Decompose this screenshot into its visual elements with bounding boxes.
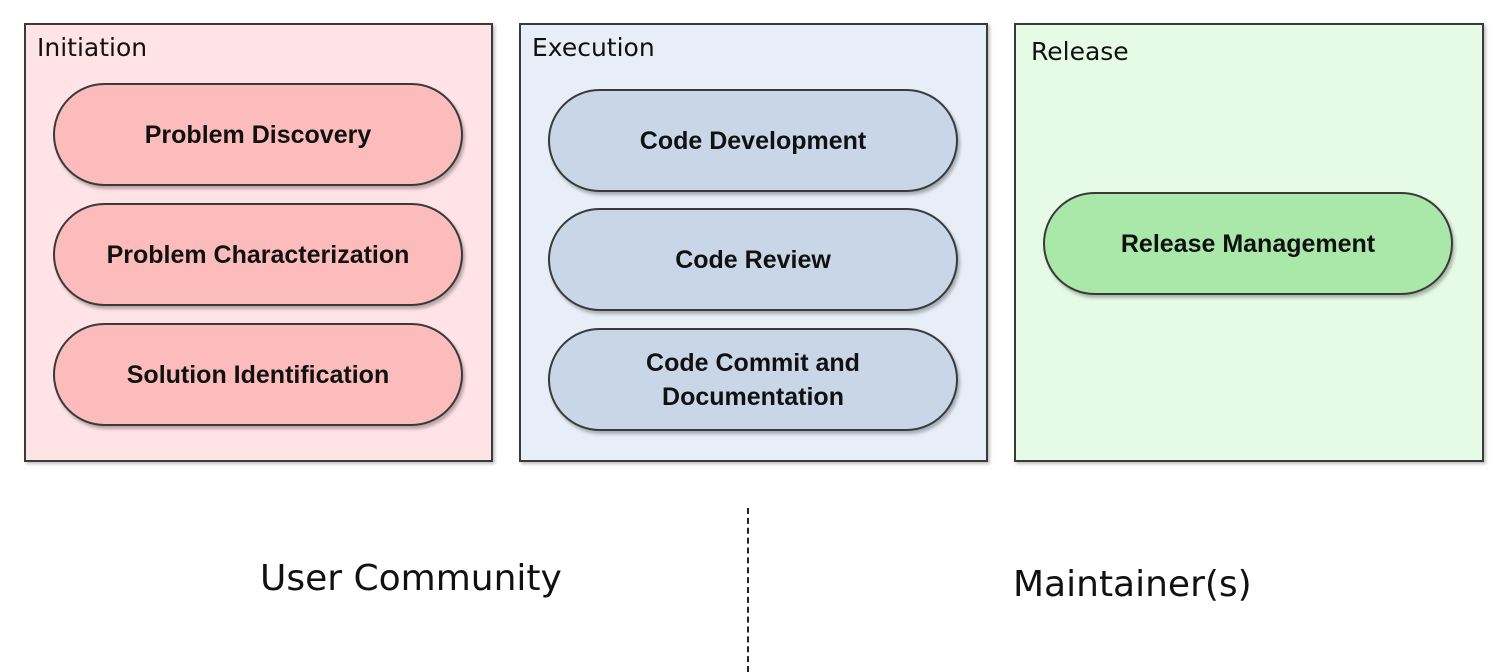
- activity-code-development: Code Development: [548, 89, 958, 192]
- phase-title-release: Release: [1031, 37, 1129, 66]
- activity-release-management: Release Management: [1043, 192, 1453, 295]
- activity-problem-characterization: Problem Characterization: [53, 203, 463, 306]
- activity-problem-discovery: Problem Discovery: [53, 83, 463, 186]
- role-label-user-community: User Community: [260, 558, 562, 599]
- role-divider: [747, 508, 749, 672]
- activity-code-review: Code Review: [548, 208, 958, 311]
- phase-title-initiation: Initiation: [37, 33, 148, 62]
- phase-title-execution: Execution: [532, 33, 655, 62]
- activity-solution-identification: Solution Identification: [53, 323, 463, 426]
- activity-code-commit-and-documentation: Code Commit and Documentation: [548, 328, 958, 431]
- role-label-maintainers: Maintainer(s): [1013, 564, 1252, 605]
